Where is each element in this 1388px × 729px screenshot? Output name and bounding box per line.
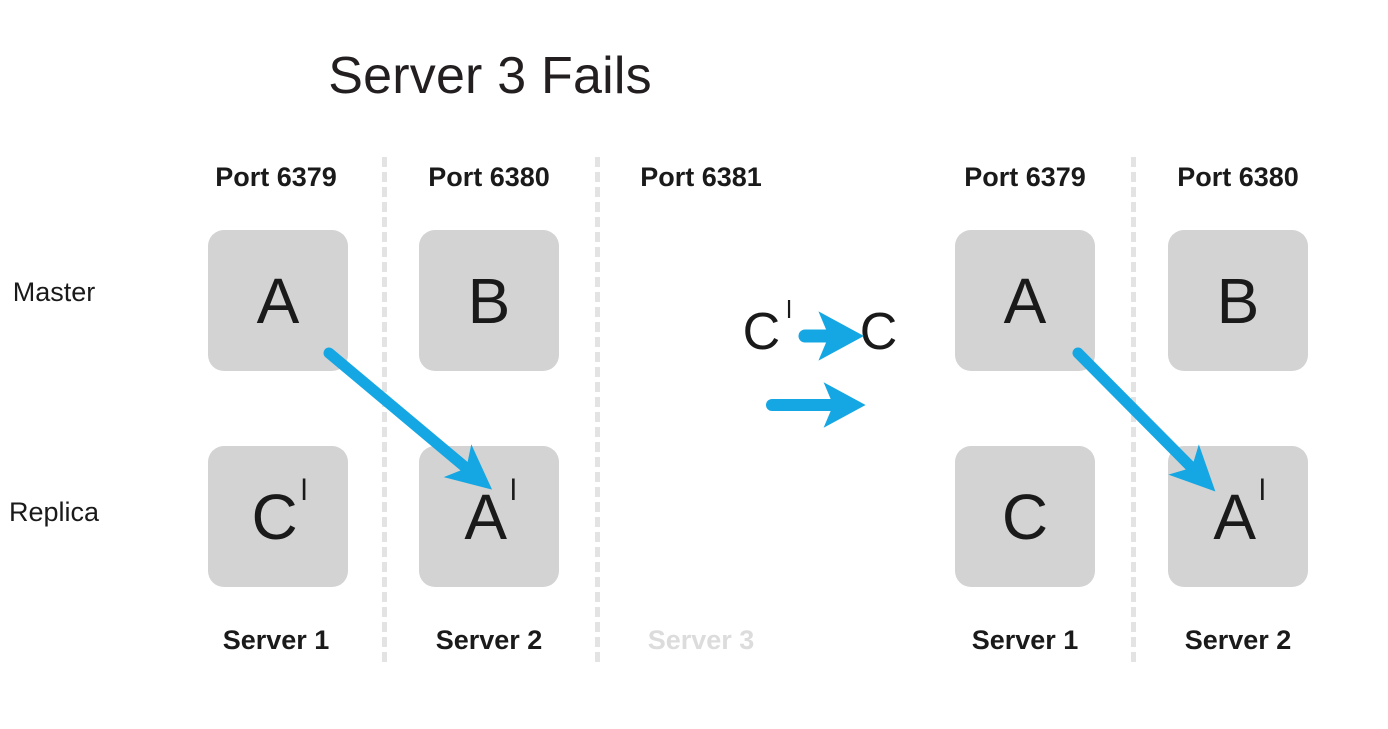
prime-mark: l <box>300 473 308 507</box>
promotion-annotation: C l C <box>730 295 910 364</box>
server-label-after-2: Server 2 <box>1184 625 1292 655</box>
port-label-before-3: Port 6381 <box>640 162 762 192</box>
prime-mark: l <box>1259 473 1266 507</box>
node-letter: B <box>1216 264 1260 337</box>
node-letter: B <box>467 264 511 337</box>
node-letter: A <box>256 264 300 337</box>
row-label-master: Master <box>12 277 96 307</box>
port-label-before-1: Port 6379 <box>215 162 337 192</box>
node-letter: C <box>251 480 298 553</box>
node-before-server1-master[interactable]: A <box>208 230 348 371</box>
server-label-before-3: Server 3 <box>647 625 755 655</box>
node-letter: A <box>464 480 507 553</box>
port-label-before-2: Port 6380 <box>428 162 550 192</box>
prime-mark: l <box>510 473 517 507</box>
server-label-before-2: Server 2 <box>435 625 543 655</box>
page-title: Server 3 Fails <box>328 47 652 105</box>
column-divider-1 <box>382 157 387 662</box>
node-after-server1-replica[interactable]: C <box>955 446 1095 587</box>
port-label-after-2: Port 6380 <box>1177 162 1299 192</box>
node-letter: A <box>1003 264 1047 337</box>
node-letter: A <box>1213 480 1256 553</box>
node-after-server2-replica[interactable]: A l <box>1168 446 1308 587</box>
node-before-server1-replica[interactable]: C l <box>208 446 348 587</box>
row-label-replica: Replica <box>8 497 100 527</box>
port-label-after-1: Port 6379 <box>964 162 1086 192</box>
node-after-server1-master[interactable]: A <box>955 230 1095 371</box>
transition-from-prime: l <box>786 295 792 324</box>
node-before-server2-master[interactable]: B <box>419 230 559 371</box>
transition-from-letter: C <box>742 303 781 361</box>
node-before-server2-replica[interactable]: A l <box>419 446 559 587</box>
transition-to-letter: C <box>859 303 898 361</box>
column-divider-3 <box>1131 157 1136 662</box>
node-letter: C <box>1001 480 1049 553</box>
node-after-server2-master[interactable]: B <box>1168 230 1308 371</box>
server-label-after-1: Server 1 <box>971 625 1079 655</box>
server-label-before-1: Server 1 <box>222 625 330 655</box>
column-divider-2 <box>595 157 600 662</box>
